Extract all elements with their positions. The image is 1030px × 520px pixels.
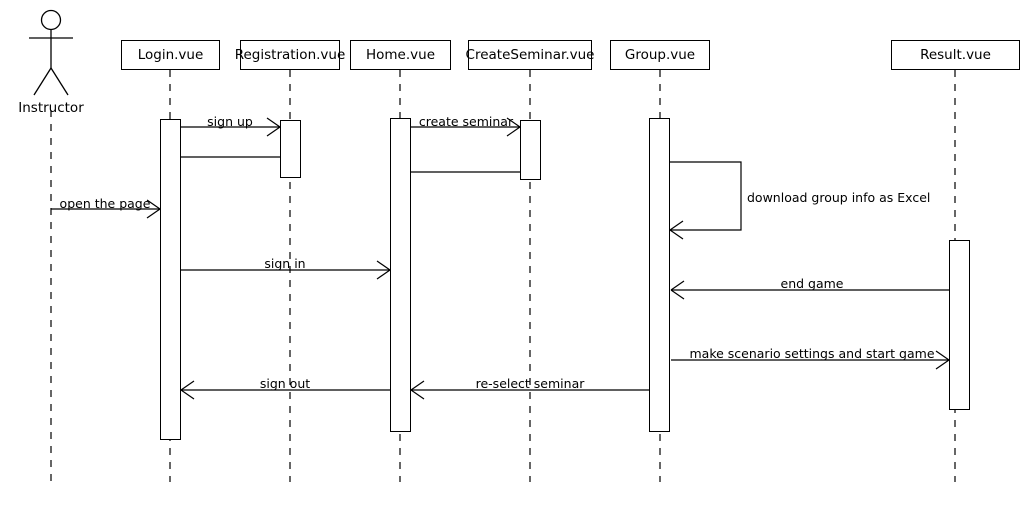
- message-label-end-game: end game: [780, 276, 844, 291]
- self-message-path-download-group-info-as-excel: [670, 161, 742, 231]
- participant-box-result[interactable]: Result.vue: [891, 40, 1020, 70]
- message-arrowhead-re-select-seminar-lower: [410, 389, 425, 400]
- actor-leg-left: [33, 67, 52, 96]
- actor-stick-figure: [29, 9, 73, 96]
- activation-createseminar: [520, 120, 541, 180]
- message-arrowhead-sign-out: [180, 380, 195, 400]
- message-arrowhead-open-the-page-upper: [146, 199, 161, 210]
- message-arrowhead-sign-out-lower: [180, 389, 195, 400]
- message-label-re-select-seminar: re-select seminar: [475, 376, 585, 391]
- message-arrowhead-open-the-page: [146, 199, 161, 219]
- message-arrowhead-sign-up-lower: [266, 126, 281, 137]
- message-label-open-the-page: open the page: [59, 196, 151, 211]
- activation-group: [649, 118, 670, 432]
- message-arrowhead-sign-up: [266, 117, 281, 137]
- message-label-sign-in: sign in: [264, 256, 306, 271]
- activation-login: [160, 119, 181, 440]
- activation-registration: [280, 120, 301, 178]
- self-message-arrowhead-download-group-info-as-excel-upper: [669, 220, 684, 231]
- activation-result: [949, 240, 970, 410]
- message-label-sign-up: sign up: [207, 114, 253, 129]
- participant-label-createseminar: CreateSeminar.vue: [465, 47, 595, 63]
- message-arrowhead-open-the-page-lower: [146, 208, 161, 219]
- message-arrowhead-end-game-upper: [670, 280, 685, 291]
- participant-box-group[interactable]: Group.vue: [610, 40, 710, 70]
- message-arrowhead-re-select-seminar: [410, 380, 425, 400]
- participant-label-result: Result.vue: [920, 47, 991, 63]
- message-label-create-seminar: create seminar: [418, 114, 514, 129]
- message-arrowhead-sign-in: [376, 260, 391, 280]
- message-arrowhead-make-scenario-settings-and-start-game: [935, 350, 950, 370]
- message-arrowhead-sign-in-lower: [376, 269, 391, 280]
- actor-label: Instructor: [18, 100, 84, 116]
- participant-box-home[interactable]: Home.vue: [350, 40, 451, 70]
- self-message-label-download-group-info-as-excel: download group info as Excel: [747, 190, 931, 205]
- message-arrowhead-sign-in-upper: [376, 260, 391, 271]
- participant-label-group: Group.vue: [624, 47, 696, 63]
- participant-label-home: Home.vue: [365, 47, 435, 63]
- message-arrowhead-re-select-seminar-upper: [410, 380, 425, 391]
- message-arrowhead-create-seminar: [506, 117, 521, 137]
- participant-label-login: Login.vue: [137, 47, 204, 63]
- self-message-arrowhead-download-group-info-as-excel: [669, 220, 684, 240]
- participant-label-registration: Registration.vue: [234, 47, 346, 63]
- activation-home: [390, 118, 411, 432]
- self-message-download-group-info-as-excel: [670, 161, 742, 231]
- message-arrowhead-create-seminar-lower: [506, 126, 521, 137]
- message-arrowhead-make-scenario-settings-and-start-game-upper: [935, 350, 950, 361]
- self-message-arrowhead-download-group-info-as-excel-lower: [669, 229, 684, 240]
- message-label-sign-out: sign out: [259, 376, 311, 391]
- message-arrowhead-create-seminar-upper: [506, 117, 521, 128]
- message-arrowhead-end-game: [670, 280, 685, 300]
- participant-box-registration[interactable]: Registration.vue: [235, 40, 345, 70]
- message-arrowhead-sign-out-upper: [180, 380, 195, 391]
- participant-box-createseminar[interactable]: CreateSeminar.vue: [465, 40, 595, 70]
- message-arrowhead-end-game-lower: [670, 289, 685, 300]
- actor-leg-right: [50, 67, 69, 96]
- actor-head-icon: [40, 9, 62, 31]
- message-arrowhead-make-scenario-settings-and-start-game-lower: [935, 359, 950, 370]
- participant-box-login[interactable]: Login.vue: [121, 40, 220, 70]
- message-arrowhead-sign-up-upper: [266, 117, 281, 128]
- message-label-make-scenario-settings-and-start-game: make scenario settings and start game: [689, 346, 935, 361]
